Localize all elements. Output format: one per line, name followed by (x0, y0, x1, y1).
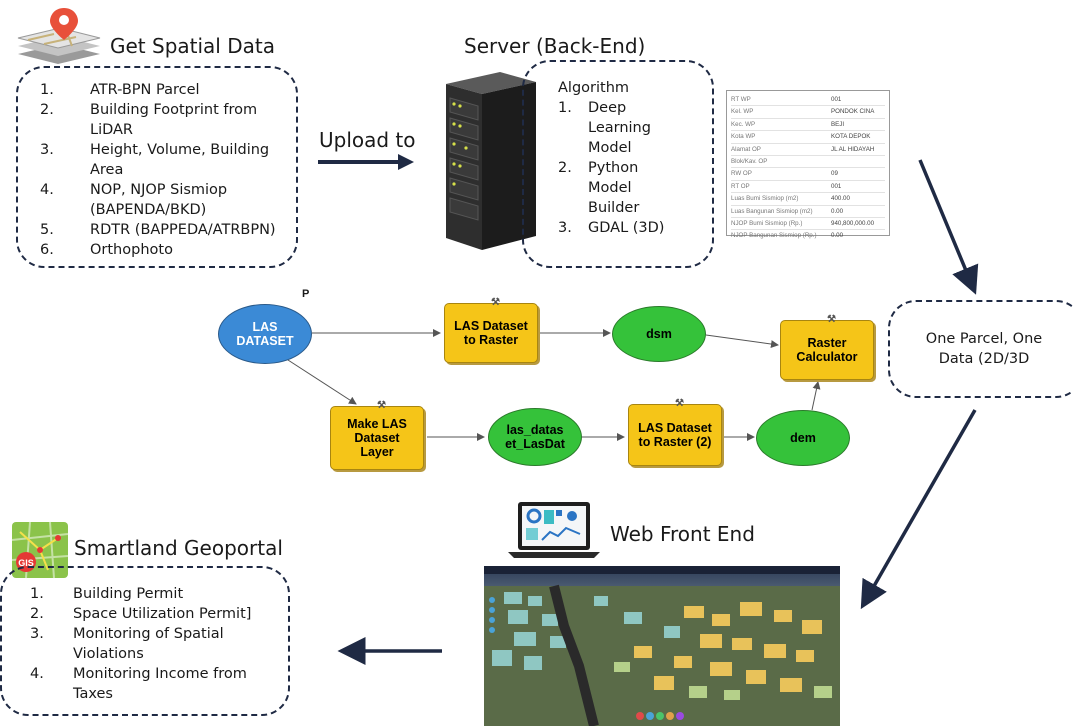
list-item: 2.Space Utilization Permit] (30, 606, 252, 622)
list-item: 2.Python Model Builder (558, 160, 640, 216)
list-item: 2.Building Footprint from LiDAR (40, 102, 258, 138)
list-item: 1.Deep Learning Model (558, 100, 651, 156)
tool-icon: ⚒ (827, 314, 836, 325)
list-item: 4.Monitoring Income from Taxes (30, 666, 247, 702)
web-front-end-title: Web Front End (610, 522, 755, 546)
table-row: NJOP Bangunan Sismiop (Rp.)0.00 (731, 232, 844, 240)
server-title: Server (Back-End) (464, 34, 646, 58)
table-row: Luas Bangunan Sismiop (m2)0.00 (731, 206, 885, 218)
list-item: 1.ATR-BPN Parcel (40, 82, 200, 98)
las-dataset-node[interactable]: LAS DATASET (218, 304, 312, 364)
list-item: 3.GDAL (3D) (558, 220, 665, 236)
make-las-dataset-layer-node[interactable]: Make LAS Dataset Layer ⚒ (330, 400, 424, 470)
arrow-parcel-to-web (860, 409, 977, 610)
list-item: 6.Orthophoto (40, 242, 173, 258)
get-spatial-data-title: Get Spatial Data (110, 34, 275, 58)
get-spatial-data-box: 1.ATR-BPN Parcel 2.Building Footprint fr… (16, 66, 298, 268)
list-item: 4.NOP, NJOP Sismiop (BAPENDA/BKD) (40, 182, 228, 218)
table-row: Blok/Kav. OP (731, 156, 885, 169)
dem-node[interactable]: dem (756, 410, 850, 466)
raster-calculator-node[interactable]: Raster Calculator ⚒ (780, 314, 874, 380)
upload-arrow-icon (318, 154, 414, 170)
table-row: Luas Bumi Sismiop (m2)400.00 (731, 193, 885, 206)
one-parcel-box: One Parcel, One Data (2D/3D (888, 300, 1073, 398)
server-box: Algorithm 1.Deep Learning Model 2.Python… (522, 60, 714, 268)
table-row: NJOP Bumi Sismiop (Rp.)940,800,000.00 (731, 218, 885, 231)
map-layers-icon (17, 8, 101, 64)
arrow-table-to-parcel (918, 159, 979, 295)
list-item: 3.Height, Volume, Building Area (40, 142, 270, 178)
algorithm-label: Algorithm (558, 80, 630, 96)
tool-icon: ⚒ (491, 297, 500, 308)
las-dataset-to-raster-2-node[interactable]: LAS Dataset to Raster (2) ⚒ (628, 398, 722, 466)
one-parcel-label: One Parcel, One Data (2D/3D (925, 331, 1043, 367)
smartland-list: 1.Building Permit 2.Space Utilization Pe… (30, 584, 280, 704)
tool-icon: ⚒ (675, 398, 684, 409)
dsm-node[interactable]: dsm (612, 306, 706, 362)
tool-icon: ⚒ (377, 400, 386, 411)
p-marker: P (302, 288, 310, 300)
server-list: 1.Deep Learning Model 2.Python Model Bui… (558, 98, 712, 238)
laptop-dashboard-icon (508, 502, 600, 558)
list-item: 1.Building Permit (30, 586, 184, 602)
smartland-box: 1.Building Permit 2.Space Utilization Pe… (0, 566, 290, 716)
las-dataset-to-raster-node[interactable]: LAS Dataset to Raster ⚒ (444, 297, 538, 363)
las-datas-node[interactable]: las_datas et_LasDat (488, 408, 582, 466)
upload-label: Upload to (319, 128, 416, 152)
3d-city-screenshot (484, 566, 840, 726)
list-item: 3.Monitoring of Spatial Violations (30, 626, 224, 662)
get-spatial-data-list: 1.ATR-BPN Parcel 2.Building Footprint fr… (40, 80, 288, 260)
smartland-gis-logo: GIS (11, 521, 69, 579)
gis-logo-text: GIS (18, 558, 34, 568)
list-item: 5.RDTR (BAPPEDA/ATRBPN) (40, 222, 276, 238)
smartland-title: Smartland Geoportal (74, 536, 283, 560)
